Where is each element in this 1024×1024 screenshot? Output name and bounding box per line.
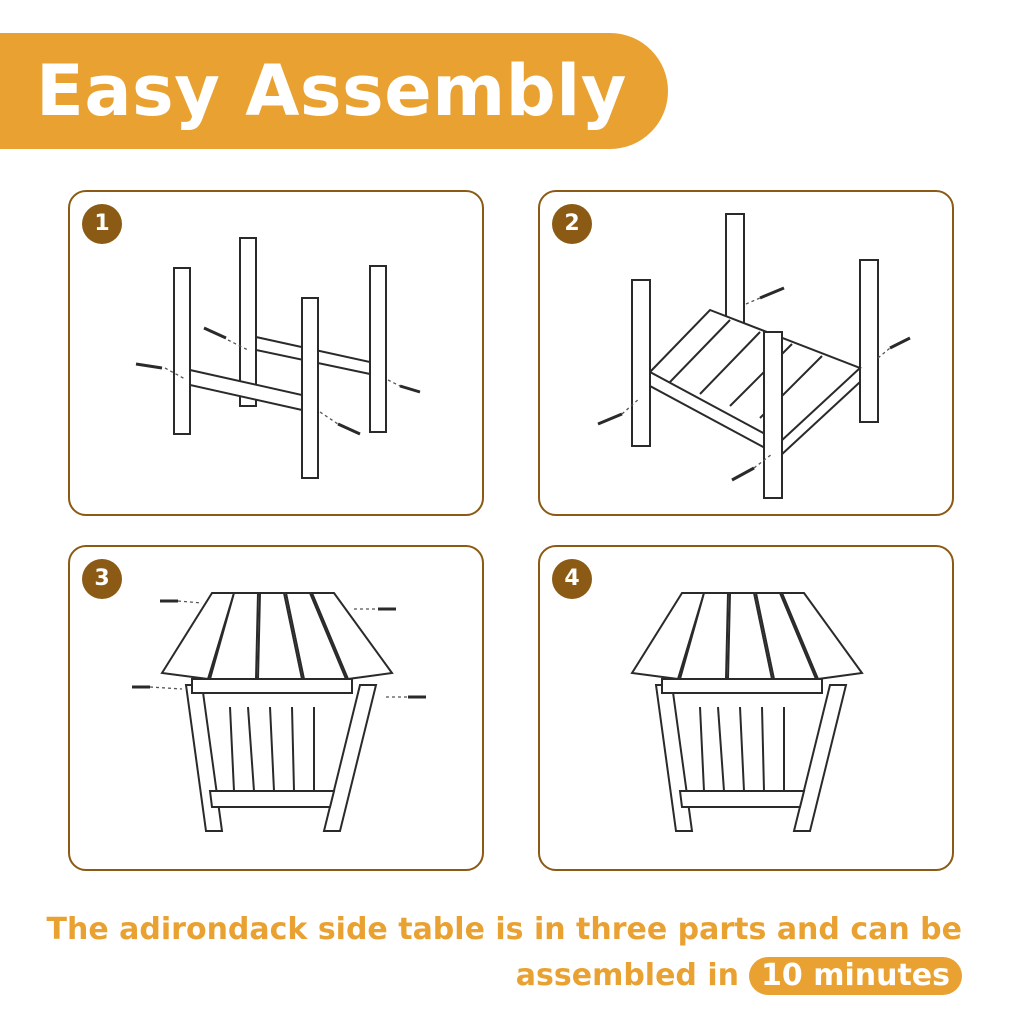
shelf-attach-illustration: [597, 213, 911, 499]
title-banner: Easy Assembly: [0, 33, 668, 149]
screw-icon: [731, 453, 773, 482]
screw-icon: [877, 336, 911, 359]
screw-icon: [160, 599, 203, 604]
caption-line-2: assembled in 10 minutes: [516, 957, 962, 995]
screw-icon: [597, 397, 641, 426]
caption-prefix: assembled in: [515, 958, 739, 993]
page-title: Easy Assembly: [36, 50, 627, 132]
screw-icon: [135, 362, 186, 380]
step-2-panel: 2: [538, 190, 954, 516]
leg-frames-illustration: [135, 237, 421, 479]
step-number-badge: 2: [552, 204, 592, 244]
screw-icon: [203, 326, 249, 351]
step-1-panel: 1: [68, 190, 484, 516]
screw-icon: [132, 685, 183, 690]
screw-icon: [319, 411, 361, 436]
step-4-panel: 4: [538, 545, 954, 871]
tabletop-attach-illustration: [132, 592, 426, 832]
step-3-panel: 3: [68, 545, 484, 871]
screw-icon: [745, 286, 785, 305]
step-number-badge: 4: [552, 559, 592, 599]
time-highlight-badge: 10 minutes: [749, 957, 962, 995]
screw-icon: [387, 379, 421, 394]
step-number-badge: 1: [82, 204, 122, 244]
caption-line-1: The adirondack side table is in three pa…: [46, 912, 962, 947]
finished-table-illustration: [630, 592, 864, 832]
step-number-badge: 3: [82, 559, 122, 599]
